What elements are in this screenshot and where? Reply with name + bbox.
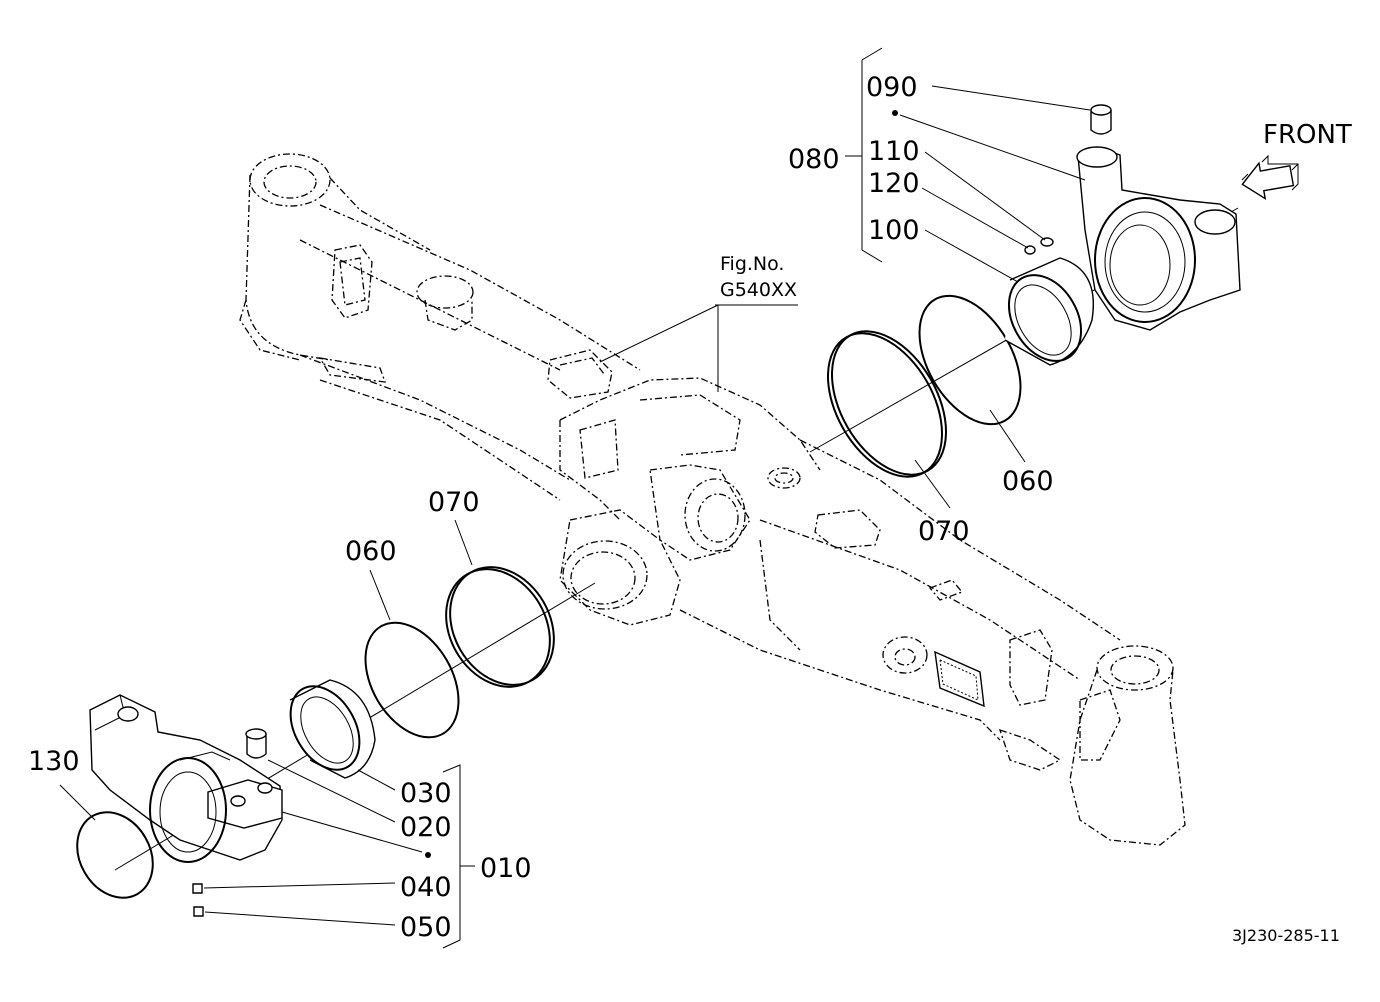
label-070-right: 070 <box>918 516 970 547</box>
drawing-code: 3J230-285-11 <box>1232 926 1340 945</box>
o-ring-070-left <box>445 566 555 688</box>
axle-housing <box>239 153 1186 846</box>
part-labels: 090 080 110 120 100 060 070 070 060 030 … <box>28 72 1352 945</box>
nameplate <box>934 650 985 708</box>
dowel-020 <box>245 728 267 759</box>
o-ring-070-right <box>827 330 947 478</box>
label-120: 120 <box>868 168 920 199</box>
label-090: 090 <box>866 72 918 103</box>
label-030: 030 <box>400 778 452 809</box>
bracket-010 <box>89 694 283 863</box>
label-130: 130 <box>28 746 80 777</box>
front-arrow-icon <box>1241 154 1299 201</box>
label-080: 080 <box>788 144 840 175</box>
o-ring-130 <box>76 811 154 899</box>
bushing-100 <box>1004 257 1094 366</box>
label-040: 040 <box>400 872 452 903</box>
leader-lines <box>59 47 1091 949</box>
label-100: 100 <box>868 215 920 246</box>
label-070-left: 070 <box>428 487 480 518</box>
dowel-090 <box>1090 104 1112 135</box>
label-060-left: 060 <box>345 536 397 567</box>
o-ring-060-left <box>364 621 460 739</box>
grease-fittings-110-120 <box>1024 237 1054 255</box>
label-110: 110 <box>868 136 920 167</box>
fig-ref-line2: G540XX <box>720 279 797 301</box>
label-020: 020 <box>400 812 452 843</box>
front-label: FRONT <box>1263 120 1352 150</box>
fig-ref-line1: Fig.No. <box>720 253 784 275</box>
bracket-080 <box>1076 146 1241 331</box>
label-010: 010 <box>480 853 532 884</box>
label-050: 050 <box>400 912 452 943</box>
grease-fittings-040-050 <box>192 883 204 917</box>
label-060-right: 060 <box>1002 466 1054 497</box>
bushing-030 <box>289 679 376 779</box>
